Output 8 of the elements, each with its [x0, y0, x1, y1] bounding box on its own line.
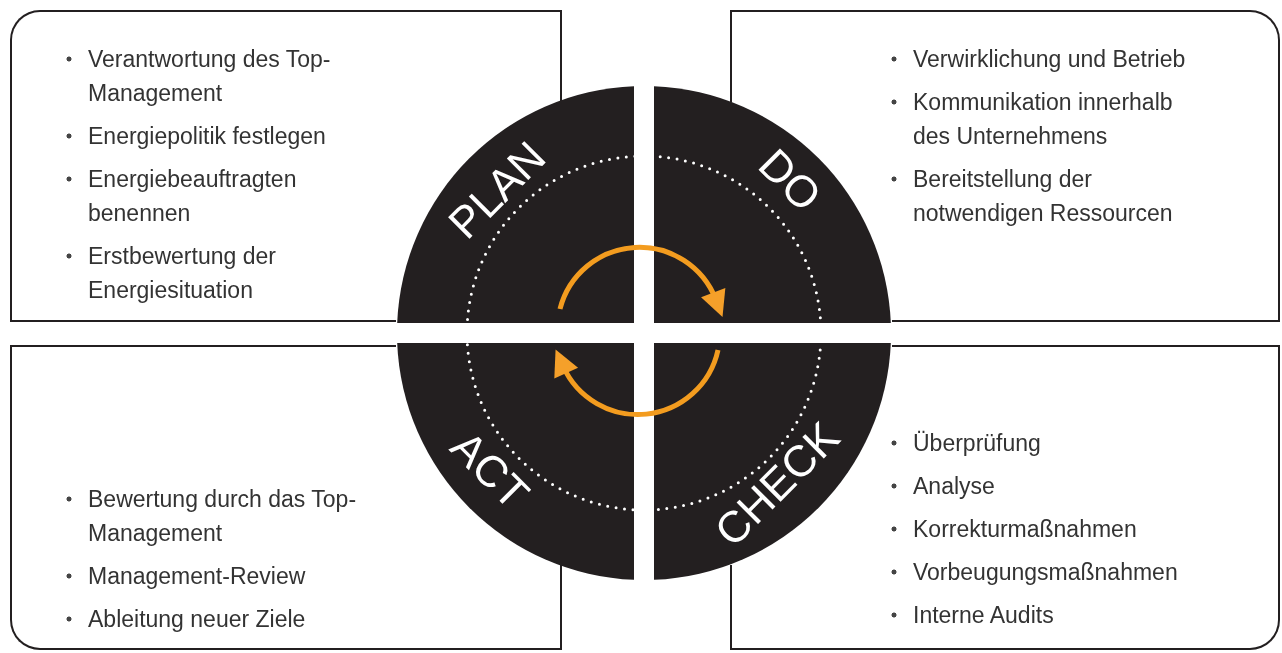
text-panel — [892, 10, 1280, 322]
phase-label: DO — [751, 141, 829, 219]
text-panel — [10, 10, 396, 322]
text-panel — [892, 345, 1280, 650]
text-panel — [10, 345, 396, 650]
phase-label: ACT — [443, 423, 537, 517]
cycle-arrow — [554, 349, 721, 418]
cycle-arrow — [557, 245, 725, 317]
